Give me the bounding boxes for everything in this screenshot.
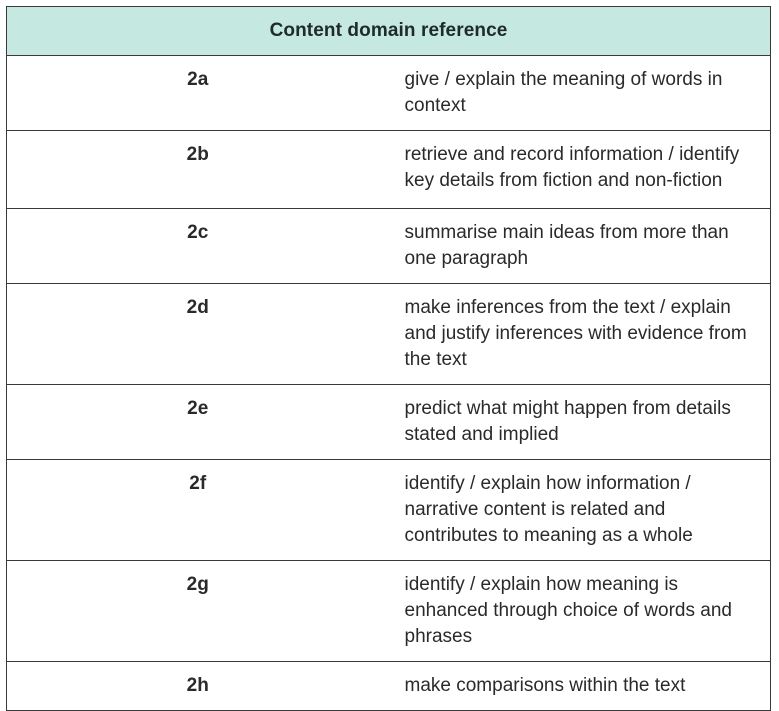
table-header: Content domain reference [6,6,771,56]
domain-description: make comparisons within the text [388,661,771,711]
domain-description: predict what might happen from details s… [388,384,771,460]
table-row: 2d make inferences from the text / expla… [6,283,771,385]
domain-description: summarise main ideas from more than one … [388,208,771,284]
domain-description: retrieve and record information / identi… [388,130,771,209]
content-domain-table: Content domain reference 2a give / expla… [6,6,771,711]
table-row: 2f identify / explain how information / … [6,459,771,561]
domain-description: give / explain the meaning of words in c… [388,55,771,131]
domain-code: 2a [6,55,389,131]
table-row: 2g identify / explain how meaning is enh… [6,560,771,662]
table-row: 2b retrieve and record information / ide… [6,130,771,209]
domain-code: 2g [6,560,389,662]
domain-code: 2h [6,661,389,711]
table-header-row: Content domain reference [6,6,771,56]
domain-code: 2d [6,283,389,385]
domain-code: 2c [6,208,389,284]
domain-description: identify / explain how information / nar… [388,459,771,561]
table-row: 2h make comparisons within the text [6,661,771,711]
domain-code: 2f [6,459,389,561]
table-row: 2a give / explain the meaning of words i… [6,55,771,131]
domain-code: 2e [6,384,389,460]
domain-description: identify / explain how meaning is enhanc… [388,560,771,662]
table-row: 2c summarise main ideas from more than o… [6,208,771,284]
domain-code: 2b [6,130,389,209]
table-row: 2e predict what might happen from detail… [6,384,771,460]
domain-description: make inferences from the text / explain … [388,283,771,385]
